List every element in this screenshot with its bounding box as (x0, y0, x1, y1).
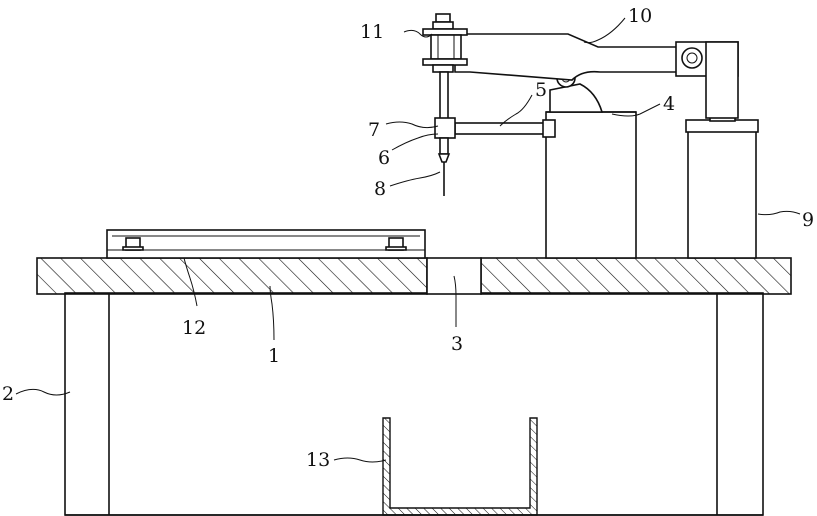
label-12: 12 (182, 317, 206, 339)
support-column (546, 112, 636, 258)
label-3: 3 (451, 333, 463, 355)
needle-arm (455, 120, 555, 137)
tray-bolt-right (386, 238, 406, 250)
label-8: 8 (374, 178, 386, 200)
clamp-head (423, 14, 467, 72)
label-9: 9 (802, 209, 814, 231)
label-5: 5 (535, 79, 547, 101)
table-plate (37, 258, 791, 294)
label-1: 1 (268, 345, 280, 367)
collection-box (383, 418, 537, 515)
tray-bolt-left (123, 238, 143, 250)
label-7: 7 (368, 119, 380, 141)
work-tray (107, 230, 425, 258)
base-frame (65, 293, 763, 515)
label-13: 13 (306, 449, 330, 471)
label-10: 10 (628, 5, 652, 27)
label-6: 6 (378, 147, 390, 169)
label-4: 4 (663, 93, 675, 115)
label-11: 11 (360, 21, 384, 43)
label-2: 2 (2, 383, 14, 405)
